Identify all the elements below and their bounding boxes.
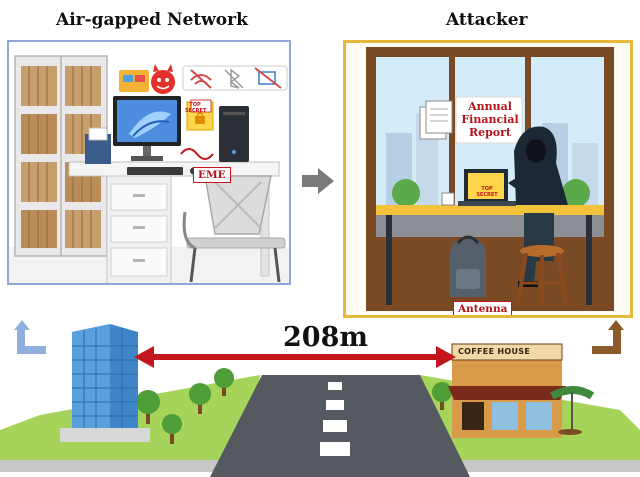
top-secret-note-text: TOP SECRET: [185, 102, 207, 114]
left-return-arrow-icon: [14, 320, 46, 354]
no-wifi-icon: [190, 69, 212, 89]
folder-icon: [119, 70, 149, 92]
coffee-mug-icon: [441, 192, 455, 206]
report-document-icon: [419, 100, 453, 140]
bar-stool-icon: [516, 245, 568, 306]
no-network-icon: [254, 67, 282, 89]
desk-icon: [68, 161, 280, 283]
distance-arrow-icon: [134, 346, 456, 368]
eme-wave-icon: [180, 148, 214, 160]
top-secret-note-icon: [186, 99, 214, 131]
cafe-table-icon: [376, 205, 604, 215]
right-panel-title: Attacker: [446, 10, 528, 30]
street-scene: [0, 324, 640, 477]
monitor-icon: [113, 96, 181, 161]
eme-label: EME: [193, 167, 231, 183]
report-label: Annual Financial Report: [461, 100, 519, 139]
office-chair-icon: [182, 175, 286, 283]
office-scene: [9, 55, 289, 283]
trees-right-icon: [432, 382, 452, 410]
devil-icon: [151, 64, 175, 94]
left-panel-title: Air-gapped Network: [56, 10, 248, 30]
backpack-antenna-icon: [450, 235, 486, 297]
cafe-scene: [366, 47, 614, 311]
keyboard-icon: [127, 167, 183, 175]
coffee-house-sign: COFFEE HOUSE: [458, 347, 531, 356]
air-gapped-network-panel: TOP SECRET EME: [7, 40, 291, 285]
flow-arrow-icon: [302, 168, 334, 194]
antenna-label: Antenna: [453, 301, 513, 315]
office-building-icon: [60, 324, 150, 442]
right-return-arrow-icon: [592, 320, 624, 354]
trees-left-icon: [136, 368, 234, 444]
no-bluetooth-icon: [224, 68, 244, 89]
attacker-panel: TOP SECRET Annual Financial Report Anten…: [343, 40, 633, 318]
coffee-house-icon: [448, 343, 595, 438]
laptop-secret-text: TOP SECRET: [476, 186, 498, 198]
desktop-tower-icon: [219, 106, 249, 162]
laptop-icon: [458, 169, 516, 206]
distance-label: 208m: [283, 322, 368, 353]
report-callout: [455, 96, 523, 144]
